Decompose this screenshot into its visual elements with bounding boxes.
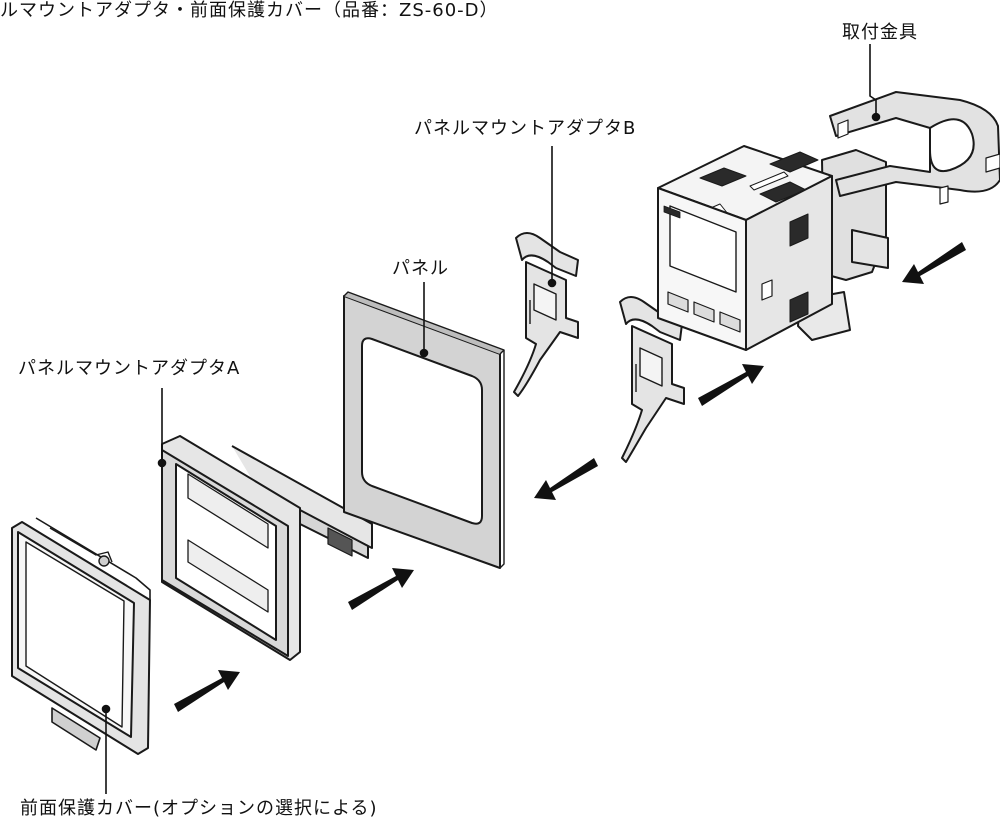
label-panel: パネル (392, 258, 449, 279)
panel-mount-adapter-b-upper (513, 232, 579, 397)
leader-bracket (869, 44, 877, 116)
arrow-to-adapter-a (174, 670, 240, 712)
mounting-bracket (829, 91, 1000, 205)
leader-lines (101, 44, 881, 794)
arrow-to-adapter-b (698, 364, 764, 406)
label-panel-mount-adapter-b: パネルマウントアダプタB (414, 118, 637, 139)
label-front-protective-cover: 前面保護カバー(オプションの選択による) (20, 798, 378, 819)
panel-mount-adapter-a (161, 435, 373, 661)
label-mounting-bracket: 取付金具 (842, 22, 918, 43)
label-panel-mount-adapter-a: パネルマウントアダプタA (18, 358, 241, 379)
front-protective-cover (11, 517, 151, 755)
arrow-to-panel (348, 568, 414, 610)
panel (343, 291, 505, 569)
arrow-bracket-to-unit (902, 242, 966, 284)
panel-mount-adapter-b-lower (619, 296, 685, 463)
diagram-title: パネルマウントアダプタ・前面保護カバー（品番：ZS-60-D） (0, 0, 499, 21)
arrow-adapter-b-to-panel (534, 458, 598, 500)
assembly-arrows (174, 242, 966, 712)
